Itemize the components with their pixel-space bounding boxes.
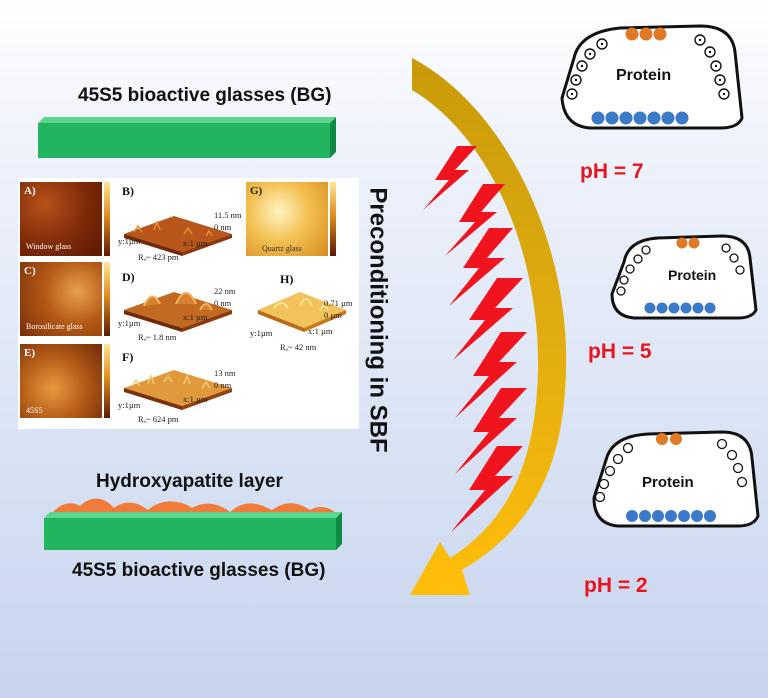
ph-5-label: pH = 5 — [588, 340, 652, 363]
afm-tile-g-letter: G) — [250, 185, 263, 197]
afm-plot-h-letter: H) — [280, 272, 294, 286]
protein-1-label: Protein — [616, 67, 672, 84]
protein-ph2 — [592, 430, 760, 528]
afm-plot-h-xaxis: x:1 µm — [308, 326, 333, 336]
protein-ph5 — [610, 234, 758, 320]
afm-tile-c-caption: Borosilicate glass — [26, 322, 83, 331]
bolt-icon-5 — [455, 332, 527, 418]
afm-plot-f — [124, 370, 232, 410]
ph-7-label: pH = 7 — [580, 160, 644, 183]
afm-tile-g: G) Quartz glass — [246, 182, 328, 256]
afm-tile-a-letter: A) — [24, 185, 36, 197]
afm-plot-f-letter: F) — [122, 350, 134, 364]
afm-plot-b-letter: B) — [122, 184, 134, 198]
afm-plot-f-roughness: Rₐ~ 624 pm — [138, 414, 179, 424]
ph-2-label: pH = 2 — [584, 574, 648, 597]
afm-plot-h-roughness: Rₐ~ 42 nm — [280, 342, 317, 352]
afm-plot-b-top: 11.5 nm — [214, 210, 242, 220]
afm-tile-c-letter: C) — [24, 265, 36, 277]
afm-plot-b-yaxis: y:1µm — [118, 236, 141, 246]
bolt-icon-4 — [453, 278, 523, 360]
protein-ph7 — [560, 24, 744, 130]
bolt-icon-2 — [445, 184, 505, 256]
afm-plot-b-roughness: Rₐ~ 423 pm — [138, 252, 179, 262]
afm-plot-d-letter: D) — [122, 270, 135, 284]
afm-plot-h-top: 0.71 µm — [324, 298, 353, 308]
afm-colorbar-c — [104, 262, 110, 336]
afm-colorbar-g — [330, 182, 336, 256]
bolt-icon-3 — [449, 228, 513, 306]
afm-plot-f-yaxis: y:1µm — [118, 400, 141, 410]
hydroxyapatite-label: Hydroxyapatite layer — [96, 471, 283, 492]
afm-plot-h-yaxis: y:1µm — [250, 328, 273, 338]
afm-tile-c: C) Borosilicate glass — [20, 262, 102, 336]
afm-tile-e: E) 45S5 — [20, 344, 102, 418]
afm-colorbar-e — [104, 344, 110, 418]
preconditioning-text: Preconditioning in SBF — [365, 187, 393, 453]
afm-colorbar-a — [104, 182, 110, 256]
afm-plot-b-zero: 0 nm — [214, 222, 232, 232]
afm-plot-h — [258, 292, 346, 332]
afm-figure: A) Window glass C) Borosilicate glass E)… — [18, 178, 359, 429]
afm-plot-b — [124, 216, 232, 256]
protein-3-label: Protein — [642, 474, 694, 491]
lightning-bolts — [423, 146, 527, 532]
bolt-icon-7 — [451, 446, 523, 532]
afm-plot-f-zero: 0 nm — [214, 380, 232, 390]
afm-plot-b-xaxis: x:1 µm — [183, 238, 208, 248]
curved-arrow — [410, 58, 567, 595]
afm-plot-h-zero: 0 µm — [324, 310, 342, 320]
afm-plot-d-top: 22 nm — [214, 286, 236, 296]
afm-tile-e-caption: 45S5 — [26, 406, 43, 415]
afm-tile-a-caption: Window glass — [26, 242, 72, 251]
bolt-icon-1 — [423, 146, 477, 210]
protein-2-label: Protein — [668, 267, 717, 283]
afm-plot-f-xaxis: x:1 µm — [183, 394, 208, 404]
afm-plot-d-yaxis: y:1µm — [118, 318, 141, 328]
afm-tile-e-letter: E) — [24, 347, 35, 359]
top-glass-slab — [38, 117, 336, 158]
afm-plot-d — [124, 292, 232, 332]
afm-tile-g-caption: Quartz glass — [262, 244, 302, 253]
afm-plot-f-top: 13 nm — [214, 368, 236, 378]
afm-tile-a: A) Window glass — [20, 182, 102, 256]
afm-plot-d-zero: 0 nm — [214, 298, 232, 308]
top-glass-label: 45S5 bioactive glasses (BG) — [78, 85, 332, 106]
bottom-glass-label: 45S5 bioactive glasses (BG) — [72, 560, 326, 581]
bolt-icon-6 — [455, 388, 527, 474]
bottom-glass-slab — [44, 498, 342, 550]
afm-plot-d-roughness: Rₐ~ 1.8 nm — [138, 332, 177, 342]
afm-plot-d-xaxis: x:1 µm — [183, 312, 208, 322]
